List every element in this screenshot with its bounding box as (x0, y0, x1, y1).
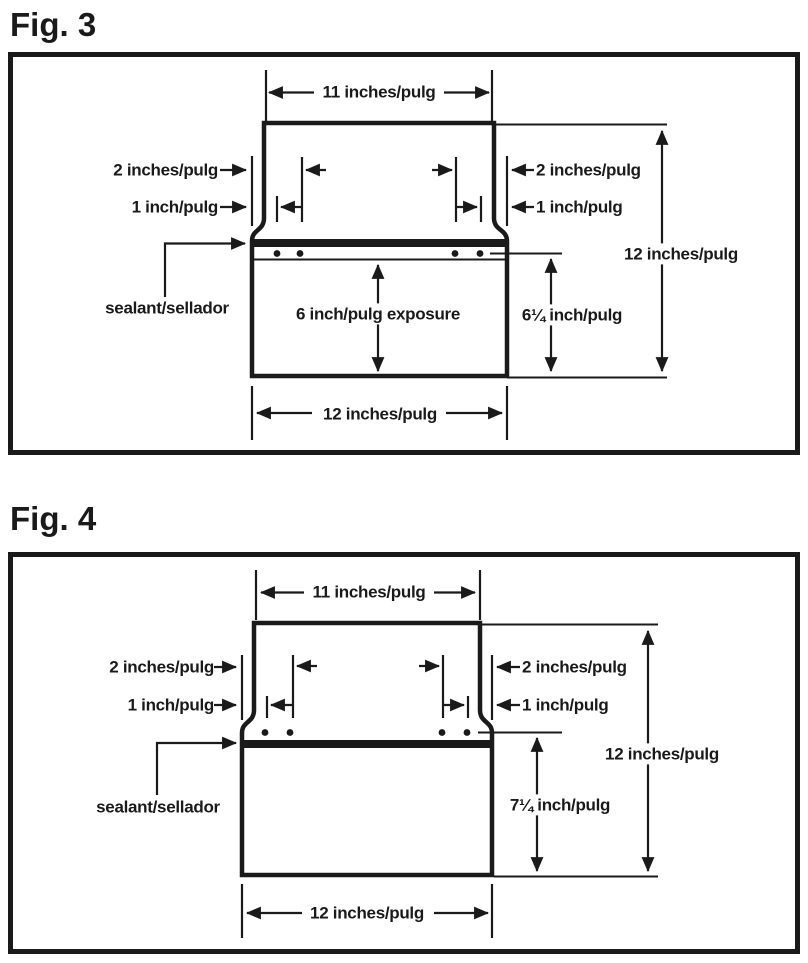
fig4-bottom-width-label: 12 inches/pulg (306, 902, 428, 924)
fig4-right-1in-label: 1 inch/pulg (522, 695, 609, 715)
fig4-bottom-width-dim (240, 884, 494, 938)
fig3-top-width-dim (264, 70, 494, 121)
fig3-shingle-outline (249, 120, 510, 379)
fig3-top-width-label: 11 inches/pulg (322, 82, 436, 102)
fig4-sealant-label: sealant/sellador (96, 797, 220, 817)
fig4-linework (155, 570, 658, 938)
fig3-sealant-band (252, 239, 507, 247)
fig3-nail-dots (273, 250, 484, 257)
fig3-left-1in-label: 1 inch/pulg (131, 197, 219, 217)
fig4-frame (8, 552, 800, 954)
fig3-total-height-label: 12 inches/pulg (620, 243, 742, 265)
fig3-linework (163, 70, 669, 440)
fig3-frame (8, 52, 800, 455)
fig4-left-2in-label: 2 inches/pulg (109, 657, 214, 677)
fig3-sealant-label: sealant/sellador (105, 298, 229, 318)
fig3-sealant-leader (163, 237, 247, 297)
fig3-bottom-width-label: 12 inches/pulg (319, 403, 441, 425)
fig3-right-2in-label: 2 inches/pulg (536, 160, 641, 180)
fig4-side-dims (214, 655, 520, 720)
fig3-lower-height-label: 6¼ inch/pulg (517, 304, 627, 326)
fig4-title: Fig. 4 (10, 500, 97, 537)
fig4-total-height-label: 12 inches/pulg (601, 743, 723, 765)
fig3-right-1in-label: 1 inch/pulg (536, 197, 623, 217)
fig4-sealant-leader (155, 736, 238, 795)
fig3-side-dims (220, 156, 534, 226)
fig3-left-2in-label: 2 inches/pulg (113, 160, 218, 180)
fig3-title: Fig. 3 (10, 6, 97, 43)
fig4-nail-dots (261, 729, 471, 736)
fig3-bottom-width-dim (250, 386, 509, 440)
fig4-sealant-band (242, 740, 492, 748)
fig4-top-width-label: 11 inches/pulg (312, 582, 426, 602)
fig4-top-width-dim (254, 570, 482, 620)
fig3-exposure-label: 6 inch/pulg exposure (291, 303, 465, 325)
fig4-left-1in-label: 1 inch/pulg (127, 695, 215, 715)
fig4-shingle-outline (239, 620, 495, 878)
fig4-lower-height-label: 7¼ inch/pulg (505, 794, 615, 816)
fig4-right-2in-label: 2 inches/pulg (522, 657, 627, 677)
